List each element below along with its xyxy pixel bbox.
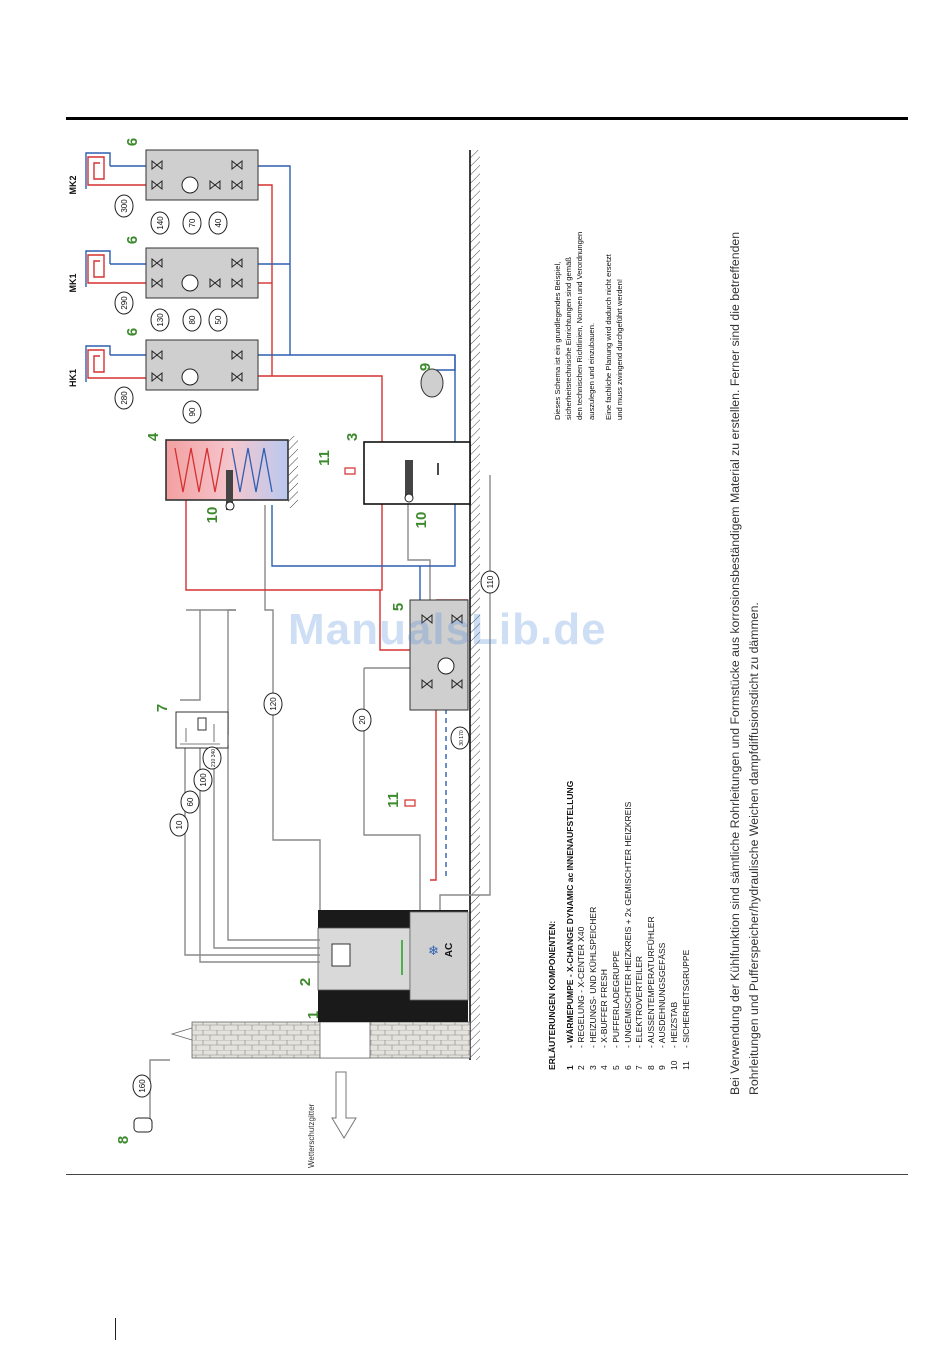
cable-number: 160 [138,1079,147,1093]
legend-item: 7- ELEKTROVERTEILER [634,956,645,1070]
cable-number: 130 [156,313,165,327]
grille-label: Wetterschutzgitter [307,1103,316,1168]
outdoor-sensor [133,1117,153,1133]
note-paragraph: Dieses Schema ist ein grundlegendes Beis… [553,231,596,420]
top-rule [66,117,908,120]
circuit-label-mk1: MK1 [68,273,78,292]
snowflake-icon: ❄ [428,943,439,958]
component-legend: ERLÄUTERUNGEN KOMPONENTEN: 1- WÄRMEPUMPE… [547,781,692,1070]
cable-number: 50 [214,315,223,324]
floor [469,150,480,1060]
cable-number: 60 [186,797,195,806]
outer-wall [170,1021,471,1059]
floor-heating-coil-icon [85,152,111,382]
cable-number: 40 [214,218,223,227]
component-number: 8 [115,1136,132,1144]
safety-note: Dieses Schema ist ein grundlegendes Beis… [552,232,631,420]
cooling-notice-line: Bei Verwendung der Kühlfunktion sind säm… [728,231,742,1095]
bottom-rule [66,1174,908,1175]
legend-item: 1- WÄRMEPUMPE - X-CHANGE DYNAMIC ac INNE… [564,780,575,1070]
cable-number: 80 [188,315,197,324]
component-number: 6 [124,236,141,244]
heat-pump-unit: ❄ [317,910,469,1022]
buffer-charging-group [409,599,469,711]
cable-number: 140 [156,216,165,230]
cable-number: 300 [120,199,129,213]
legend-item: 10- HEIZSTAB [668,1001,679,1070]
cable-number: 120 [269,697,278,711]
circuit-label-hk1: HK1 [68,369,78,387]
circuit-pumps [181,176,199,386]
watermark: ManualsLib.de [288,605,607,654]
component-number: 9 [417,363,434,371]
cable-number: 20 [358,715,367,724]
heating-cooling-storage [363,441,471,505]
expansion-vessel [420,368,444,398]
component-number: 7 [154,704,171,712]
component-number: 10 [204,507,221,524]
cable-number: 90 [188,407,197,416]
unit-label: AC [444,943,455,957]
cable-number: 110 [486,575,495,588]
cable-number: 100 [199,773,208,787]
small-tag: 210 340 [211,749,217,767]
note-paragraph: Eine fachliche Planung wird dadurch nich… [603,254,625,420]
airflow-arrow-icon [331,1071,357,1139]
legend-item: 3- HEIZUNGS- UND KÜHLSPEICHER [587,906,598,1070]
component-number: 6 [124,138,141,146]
legend-item: 11- SICHERHEITSGRUPPE [680,949,691,1070]
component-number: 5 [390,603,407,611]
legend-item: 6- UNGEMISCHTER HEIZKREIS + 2x GEMISCHTE… [622,801,633,1070]
legend-item: 8- AUSSENTEMPERATURFÜHLER [645,916,656,1070]
buffer-tank [165,436,298,511]
controller-display [331,943,351,967]
component-number: 6 [124,328,141,336]
cooling-notice: Bei Verwendung der Kühlfunktion sind säm… [726,232,764,1095]
component-number: 11 [385,792,402,808]
number-circles [114,194,500,1098]
cable-number: 280 [120,391,129,405]
legend-item: 5- PUFFERLADEGRUPPE [610,950,621,1070]
legend-item: 4- X-BUFFER FRESH [599,969,610,1070]
component-number: 1 [305,1011,322,1019]
cables [149,475,491,1125]
component-number: 2 [297,978,314,986]
small-tag: 30 170 [459,730,465,746]
component-number: 3 [344,433,361,441]
component-number: 11 [316,450,333,466]
legend-item: 2- REGELUNG - X-CENTER X40 [576,926,587,1070]
footer-tick [115,1318,116,1340]
electrical-distributor [175,711,229,749]
circuit-label-mk2: MK2 [68,175,78,194]
legend-title: ERLÄUTERUNGEN KOMPONENTEN: [547,920,557,1070]
legend-item: 9- AUSDEHNUNGSGEFÄSS [657,942,668,1070]
heating-circuit-boxes [145,149,259,391]
cable-number: 290 [120,296,129,310]
safety-group-icon [344,467,416,807]
component-number: 4 [145,432,162,441]
component-number: 10 [413,512,430,529]
return-pipes [110,165,456,640]
cable-number: 10 [175,820,184,829]
cooling-notice-line: Rohrleitungen und Pufferspeicher/hydraul… [747,602,761,1095]
cable-number: 70 [188,218,197,227]
wall-opening [319,1021,371,1059]
valve-icon [151,159,243,383]
